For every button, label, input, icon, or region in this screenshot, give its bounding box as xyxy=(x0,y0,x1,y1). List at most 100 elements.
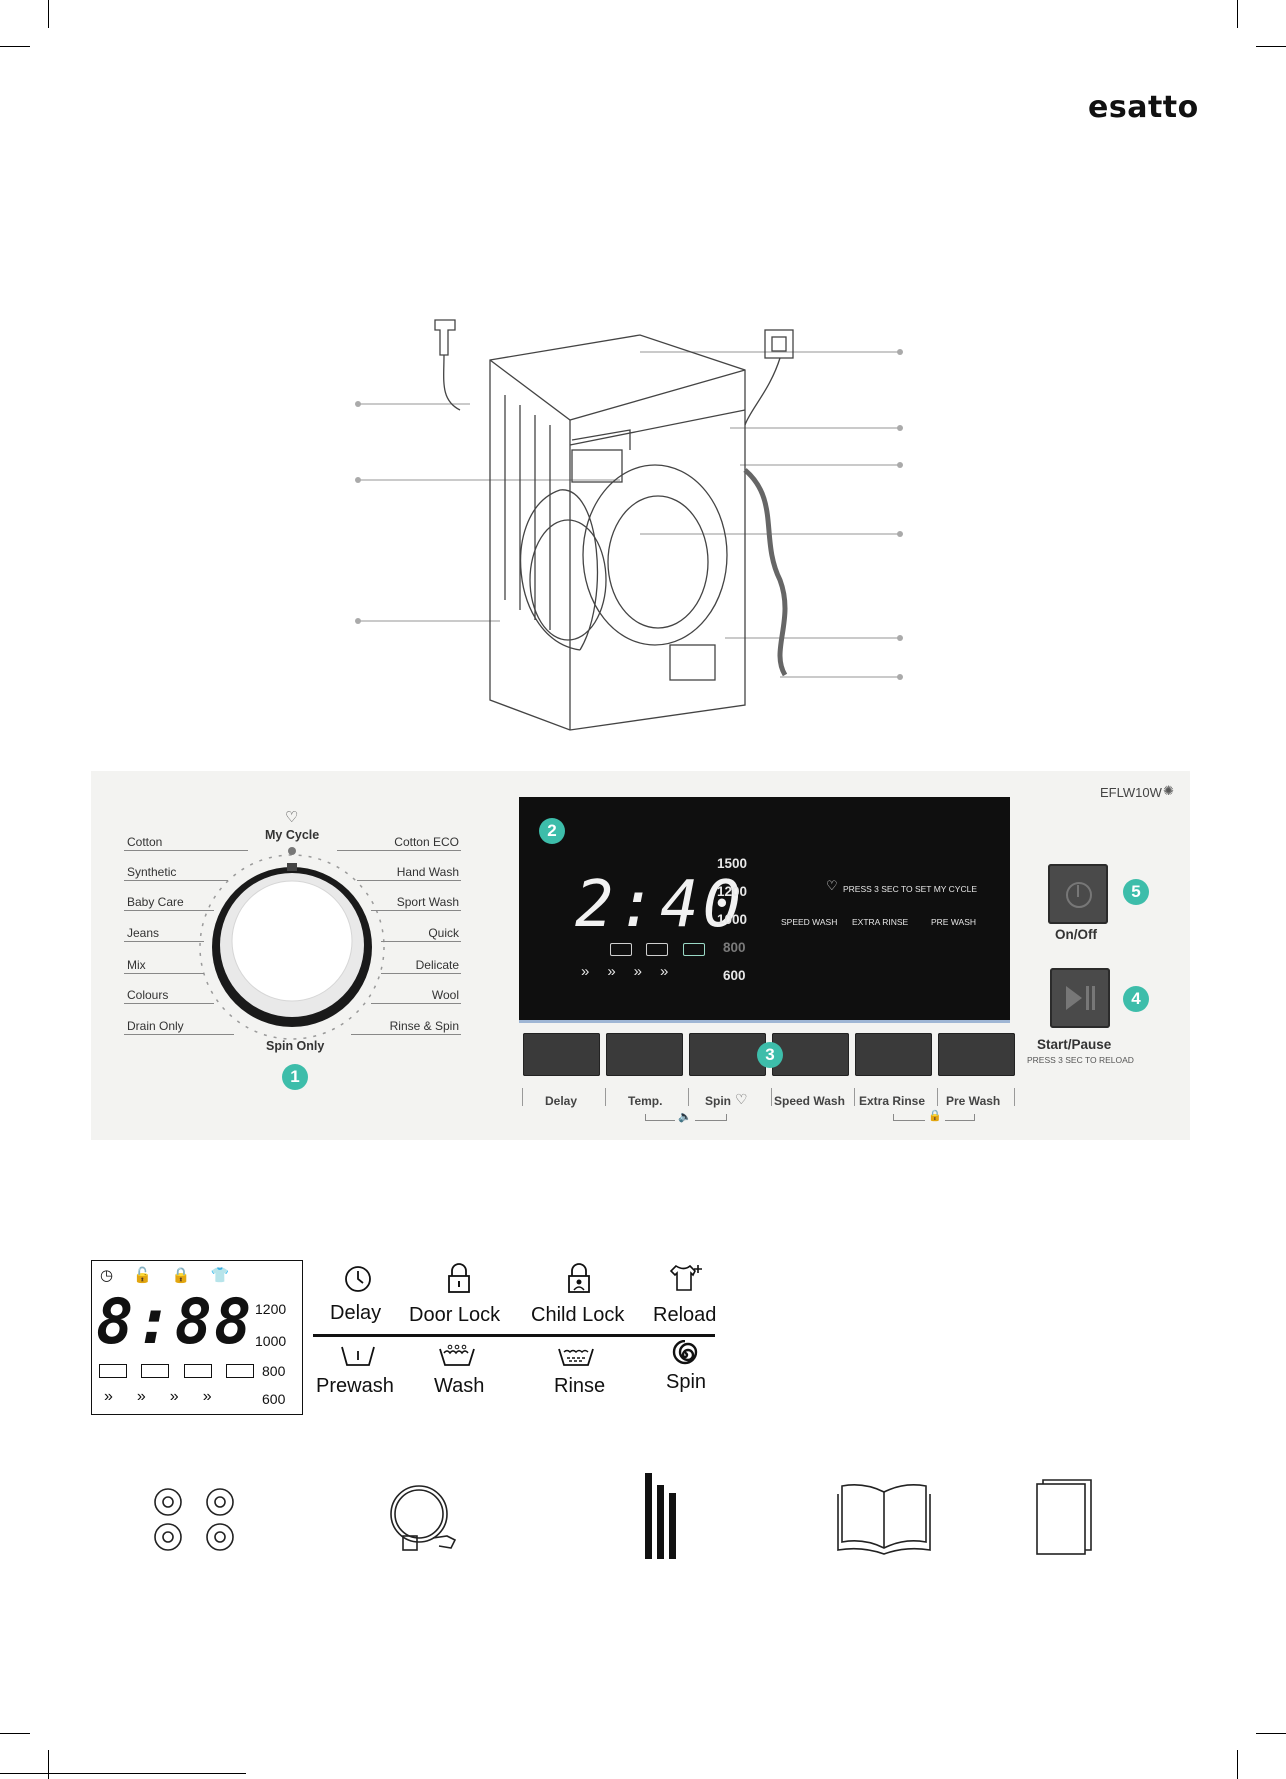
rinse-tub-icon xyxy=(183,1364,212,1378)
speed-wash-key[interactable] xyxy=(772,1033,849,1076)
option-extra-rinse: EXTRA RINSE xyxy=(852,917,909,927)
crop-mark xyxy=(1237,0,1238,28)
program-dial[interactable] xyxy=(190,845,394,1049)
program-label: Drain Only xyxy=(127,1019,184,1033)
delay-key[interactable] xyxy=(523,1033,600,1076)
program-label: Rinse & Spin xyxy=(389,1019,459,1033)
spin-spiral-icon xyxy=(672,1340,698,1365)
spin-key[interactable] xyxy=(689,1033,766,1076)
key-label-temp: Temp. xyxy=(628,1094,663,1108)
separator xyxy=(1014,1088,1015,1106)
program-line xyxy=(124,941,204,942)
time-readout: 2:40 xyxy=(575,868,746,942)
badge-1: 1 xyxy=(282,1064,308,1090)
program-line xyxy=(371,910,461,911)
separator xyxy=(605,1088,606,1106)
card-icon xyxy=(1036,1479,1092,1555)
child-lock-icon: 🔒 xyxy=(925,1109,945,1122)
brand-logo: esatto xyxy=(1088,90,1199,125)
program-line xyxy=(124,880,228,881)
prewash-tub-icon xyxy=(341,1346,375,1366)
separator xyxy=(937,1088,938,1106)
power-icon xyxy=(1066,882,1092,908)
separator xyxy=(522,1088,523,1106)
badge-3: 3 xyxy=(757,1042,783,1068)
transit-bolts-icon xyxy=(645,1473,676,1559)
program-line xyxy=(124,850,248,851)
program-line xyxy=(351,1034,461,1035)
program-line xyxy=(381,973,461,974)
shirt-plus-icon xyxy=(669,1264,702,1291)
temp-key[interactable] xyxy=(606,1033,683,1076)
pre-wash-key[interactable] xyxy=(938,1033,1015,1076)
manual-book-icon xyxy=(837,1484,931,1555)
pause-bars xyxy=(1086,986,1089,1010)
dial-label-spin-only: Spin Only xyxy=(266,1039,325,1053)
sun-icon: ✺ xyxy=(1163,783,1174,798)
lock-icon xyxy=(448,1263,470,1293)
program-line xyxy=(337,850,461,851)
program-line xyxy=(381,941,461,942)
legend-stage-icons xyxy=(99,1364,255,1383)
legend-label-delay: Delay xyxy=(330,1302,382,1324)
washing-machine-illustration xyxy=(355,319,903,731)
lcd-display xyxy=(519,797,1010,1023)
speed-1500: 1500 xyxy=(717,856,748,871)
legend-label-child-lock: Child Lock xyxy=(531,1304,625,1326)
key-label-spin: Spin xyxy=(705,1094,731,1108)
speed-1000: 1000 xyxy=(717,912,748,927)
program-label: Jeans xyxy=(127,926,160,940)
legend-top-icons: ◷🔓🔒👕 xyxy=(100,1267,250,1284)
program-label: Wool xyxy=(431,988,459,1002)
program-label: Colours xyxy=(127,988,169,1002)
badge-4: 4 xyxy=(1123,986,1149,1012)
program-label: Cotton xyxy=(127,835,163,849)
program-label: Quick xyxy=(428,926,459,940)
rinse-tub-icon xyxy=(558,1348,594,1366)
program-label: Mix xyxy=(127,958,146,972)
crop-mark xyxy=(0,46,30,47)
option-speed-wash: SPEED WASH xyxy=(781,917,838,927)
legend-speed-800: 800 xyxy=(262,1363,286,1379)
child-lock-icon xyxy=(568,1263,590,1293)
separator xyxy=(771,1088,772,1106)
badge-5: 5 xyxy=(1123,879,1149,905)
wash-tub-icon xyxy=(610,943,632,956)
legend-speed-1200: 1200 xyxy=(255,1301,287,1317)
program-label: Cotton ECO xyxy=(394,835,459,849)
progress-chevrons: »»»» xyxy=(581,963,687,980)
crop-mark xyxy=(48,1750,49,1779)
legend-label-door-lock: Door Lock xyxy=(409,1304,501,1326)
program-line xyxy=(371,1003,461,1004)
spin-icon xyxy=(682,943,705,956)
crop-mark xyxy=(1256,1733,1286,1734)
my-cycle-hint: PRESS 3 SEC TO SET MY CYCLE xyxy=(843,884,978,894)
start-pause-button[interactable] xyxy=(1050,968,1110,1028)
on-off-button[interactable] xyxy=(1048,864,1108,924)
program-label: Hand Wash xyxy=(396,865,459,879)
program-line xyxy=(124,973,204,974)
wash-tub-icon xyxy=(141,1364,170,1378)
speed-600: 600 xyxy=(723,968,746,983)
legend-speed-600: 600 xyxy=(262,1391,286,1407)
separator xyxy=(854,1088,855,1106)
start-pause-label: Start/Pause xyxy=(1037,1037,1112,1052)
legend-divider xyxy=(313,1334,715,1337)
legend-label-rinse: Rinse xyxy=(554,1375,606,1397)
extra-rinse-key[interactable] xyxy=(855,1033,932,1076)
legend-label-reload: Reload xyxy=(653,1304,717,1326)
separator xyxy=(688,1088,689,1106)
heart-icon: ♡ xyxy=(285,809,299,826)
model-label: EFLW10W xyxy=(1100,785,1162,800)
clock-icon xyxy=(345,1266,371,1292)
legend-display xyxy=(91,1260,303,1415)
program-line xyxy=(124,910,214,911)
program-line xyxy=(357,880,461,881)
legend-label-prewash: Prewash xyxy=(316,1375,394,1397)
legend-speed-1000: 1000 xyxy=(255,1333,287,1349)
heart-icon: ♡ xyxy=(826,878,838,893)
feet-caps-icon xyxy=(154,1488,234,1551)
spin-icon xyxy=(226,1364,255,1378)
legend-label-spin: Spin xyxy=(666,1371,707,1393)
footer-rule xyxy=(0,1773,246,1774)
